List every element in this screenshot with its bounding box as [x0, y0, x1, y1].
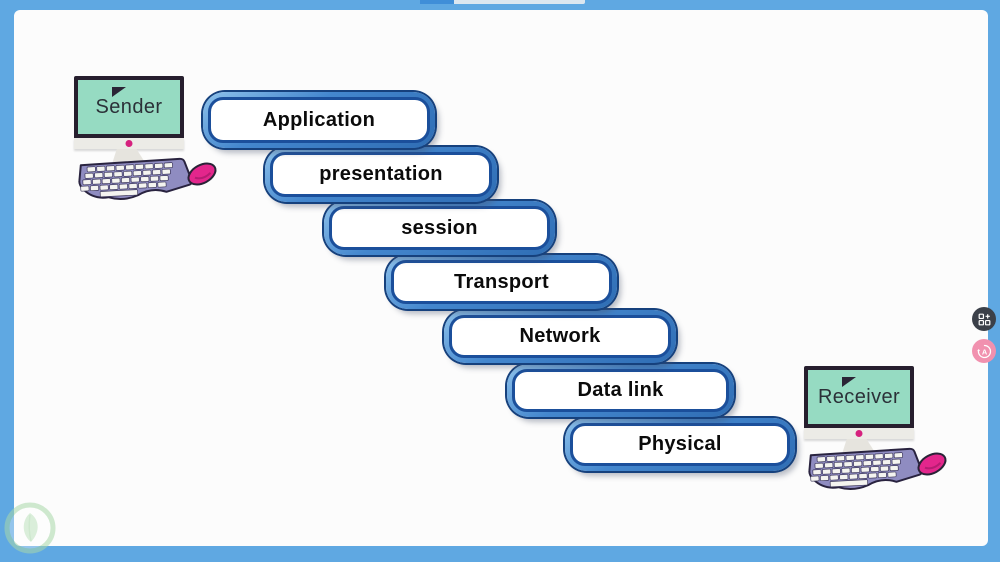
receiver-computer: Receiver	[798, 366, 958, 498]
layer-box-physical: Physical	[565, 418, 795, 471]
layer-box-presentation: presentation	[265, 147, 497, 202]
leaf-badge-icon	[4, 502, 56, 554]
translate-button[interactable]: A	[972, 339, 996, 363]
keyboard-icon	[808, 447, 923, 491]
sender-computer: Sender	[68, 76, 228, 208]
layer-box-face: Physical	[570, 423, 790, 466]
sender-screen: Sender	[74, 76, 184, 138]
receiver-monitor-bezel	[804, 428, 914, 439]
receiver-monitor-stand	[842, 439, 876, 454]
sender-monitor-bezel	[74, 138, 184, 149]
layer-label: session	[401, 216, 478, 239]
receiver-monitor: Receiver	[804, 366, 914, 454]
sender-monitor: Sender	[74, 76, 184, 164]
add-pages-button[interactable]	[972, 307, 996, 331]
mouse-icon	[914, 452, 950, 478]
receiver-screen: Receiver	[804, 366, 914, 428]
sender-monitor-stand	[112, 149, 146, 164]
layer-box-face: Application	[208, 97, 430, 143]
layer-label: Transport	[454, 270, 549, 293]
slide-progress-bar[interactable]	[420, 0, 585, 4]
layer-label: Physical	[638, 433, 722, 455]
translate-icon: A	[976, 344, 991, 358]
layer-box-data-link: Data link	[507, 364, 734, 417]
layer-label: presentation	[319, 163, 443, 185]
layer-label: Data link	[577, 379, 664, 401]
svg-text:A: A	[981, 347, 987, 356]
layer-box-face: Network	[449, 315, 671, 358]
layer-box-face: Data link	[512, 369, 729, 412]
receiver-label: Receiver	[817, 385, 901, 408]
layer-box-face: session	[329, 206, 550, 250]
layer-box-application: Application	[203, 92, 435, 148]
mouse-icon	[184, 162, 220, 188]
camera-dot-icon	[855, 430, 863, 437]
layer-box-session: session	[324, 201, 555, 255]
layer-box-face: Transport	[391, 260, 612, 304]
layer-label: Application	[262, 108, 376, 131]
layer-box-face: presentation	[270, 152, 492, 197]
monitor-stand-shadow	[842, 377, 856, 387]
slide-progress-fill	[420, 0, 454, 4]
sender-label: Sender	[95, 95, 163, 118]
monitor-stand-shadow	[112, 87, 126, 97]
layer-box-transport: Transport	[386, 255, 617, 309]
layer-box-network: Network	[444, 310, 676, 363]
add-pages-icon	[978, 313, 990, 325]
camera-dot-icon	[125, 140, 133, 147]
layer-label: Network	[519, 325, 601, 347]
keyboard-icon	[78, 157, 193, 201]
